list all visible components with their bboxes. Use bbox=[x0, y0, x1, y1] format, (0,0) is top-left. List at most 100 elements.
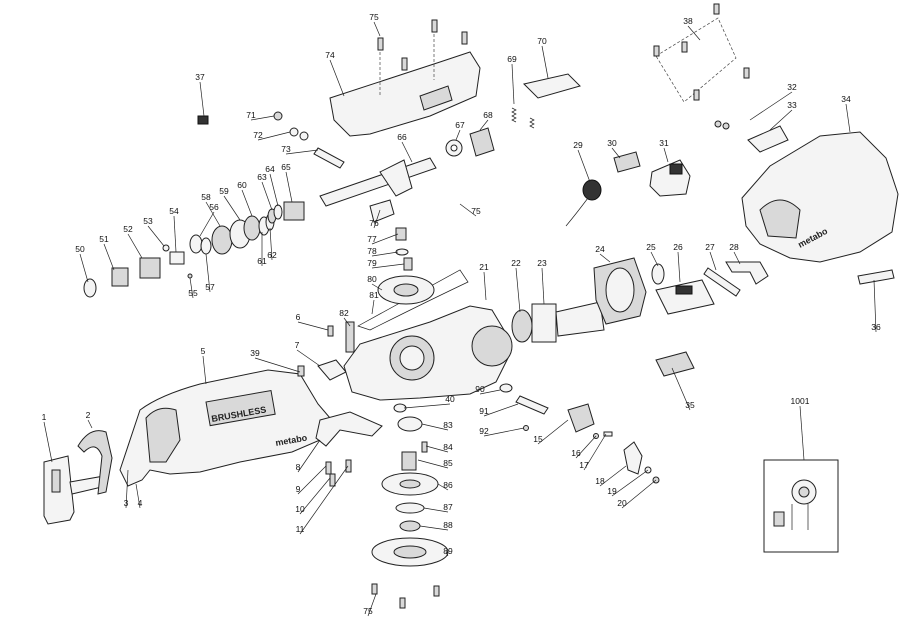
callout-8: 8 bbox=[296, 439, 321, 473]
callout-71: 71 bbox=[246, 110, 275, 121]
callout-89: 89 bbox=[443, 546, 453, 557]
callout-2: 2 bbox=[86, 410, 93, 429]
callout-label: 92 bbox=[479, 426, 489, 436]
part-86-gear bbox=[381, 472, 439, 496]
leader-line bbox=[599, 253, 611, 263]
leader-line bbox=[599, 465, 627, 487]
callout-82: 82 bbox=[339, 308, 351, 327]
part-76-bracket bbox=[369, 199, 395, 223]
leader-line bbox=[671, 367, 691, 411]
callout-63: 63 bbox=[257, 172, 273, 211]
part-57-ring bbox=[200, 237, 212, 255]
callout-label: 84 bbox=[443, 442, 453, 452]
leader-line bbox=[103, 243, 115, 271]
leader-line bbox=[537, 419, 569, 445]
callout-19: 19 bbox=[607, 469, 649, 497]
callout-label: 88 bbox=[443, 520, 453, 530]
part-32-screws bbox=[714, 120, 730, 130]
callout-54: 54 bbox=[169, 206, 179, 253]
callout-label: 69 bbox=[507, 54, 517, 64]
part-6-screw bbox=[327, 325, 334, 337]
callout-18: 18 bbox=[595, 465, 627, 487]
callout-75: 75 bbox=[369, 12, 381, 37]
callout-20: 20 bbox=[617, 479, 657, 509]
part-39-pin bbox=[297, 365, 305, 377]
callout-28: 28 bbox=[729, 242, 741, 265]
part-22-bearing bbox=[511, 309, 533, 343]
callout-label: 87 bbox=[443, 502, 453, 512]
callout-label: 28 bbox=[729, 242, 739, 252]
leader-line bbox=[445, 551, 449, 557]
callout-72: 72 bbox=[253, 130, 291, 141]
leader-line bbox=[479, 389, 501, 395]
part-69-springs bbox=[511, 107, 535, 129]
part-36-label bbox=[857, 269, 895, 285]
callout-6: 6 bbox=[296, 312, 329, 331]
leader-line bbox=[202, 355, 207, 385]
callout-label: 83 bbox=[443, 420, 453, 430]
callout-37: 37 bbox=[195, 72, 205, 117]
leader-line bbox=[125, 469, 129, 509]
callout-77: 77 bbox=[367, 233, 399, 245]
callout-label: 25 bbox=[646, 242, 656, 252]
leader-line bbox=[135, 483, 141, 509]
leader-line bbox=[329, 59, 345, 97]
callout-label: 35 bbox=[685, 400, 695, 410]
part-30-bracket bbox=[613, 151, 641, 173]
callout-label: 76 bbox=[369, 218, 379, 228]
callout-label: 33 bbox=[787, 100, 797, 110]
callout-label: 36 bbox=[871, 322, 881, 332]
callout-label: 3 bbox=[124, 498, 129, 508]
leader-line bbox=[650, 251, 659, 267]
leader-line bbox=[205, 201, 221, 227]
leader-line bbox=[709, 251, 717, 271]
callout-label: 53 bbox=[143, 216, 153, 226]
leader-line bbox=[373, 209, 381, 229]
callout-label: 75 bbox=[471, 206, 481, 216]
callout-26: 26 bbox=[673, 242, 683, 283]
leader-line bbox=[297, 465, 327, 495]
callout-39: 39 bbox=[250, 348, 301, 373]
callout-79: 79 bbox=[367, 258, 405, 269]
callout-83: 83 bbox=[421, 420, 453, 431]
part-58-collar bbox=[211, 225, 233, 255]
leader-line bbox=[541, 267, 545, 305]
leader-line bbox=[297, 439, 321, 473]
callout-67: 67 bbox=[455, 120, 465, 141]
callout-84: 84 bbox=[425, 442, 453, 453]
callout-36: 36 bbox=[871, 279, 881, 333]
leader-line bbox=[223, 195, 241, 221]
callout-label: 27 bbox=[705, 242, 715, 252]
callout-10: 10 bbox=[295, 477, 331, 515]
part-73-pin bbox=[313, 147, 345, 169]
callout-22: 22 bbox=[511, 258, 521, 313]
callout-53: 53 bbox=[143, 216, 165, 247]
leader-line bbox=[127, 233, 143, 259]
part-21-gear-housing bbox=[343, 305, 513, 401]
callout-label: 65 bbox=[281, 162, 291, 172]
leader-line bbox=[205, 253, 211, 293]
callout-88: 88 bbox=[419, 520, 453, 531]
part-81-gasket bbox=[357, 269, 469, 331]
callout-label: 18 bbox=[595, 476, 605, 486]
leader-line bbox=[371, 263, 405, 269]
callout-label: 19 bbox=[607, 486, 617, 496]
callout-label: 22 bbox=[511, 258, 521, 268]
leader-line bbox=[199, 81, 205, 117]
callout-label: 4 bbox=[138, 498, 143, 508]
leader-line bbox=[343, 317, 351, 327]
callout-label: 73 bbox=[281, 144, 291, 154]
callout-23: 23 bbox=[537, 258, 547, 305]
callout-label: 58 bbox=[201, 192, 211, 202]
part-11-screw bbox=[345, 459, 352, 473]
callout-80: 80 bbox=[367, 274, 383, 291]
part-92-screw bbox=[523, 425, 529, 431]
part-1-handle-grip bbox=[43, 455, 107, 525]
callout-76: 76 bbox=[369, 209, 381, 229]
leader-line bbox=[479, 119, 489, 131]
leader-line bbox=[583, 433, 607, 471]
callout-label: 66 bbox=[397, 132, 407, 142]
callout-label: 23 bbox=[537, 258, 547, 268]
callout-68: 68 bbox=[479, 110, 493, 131]
